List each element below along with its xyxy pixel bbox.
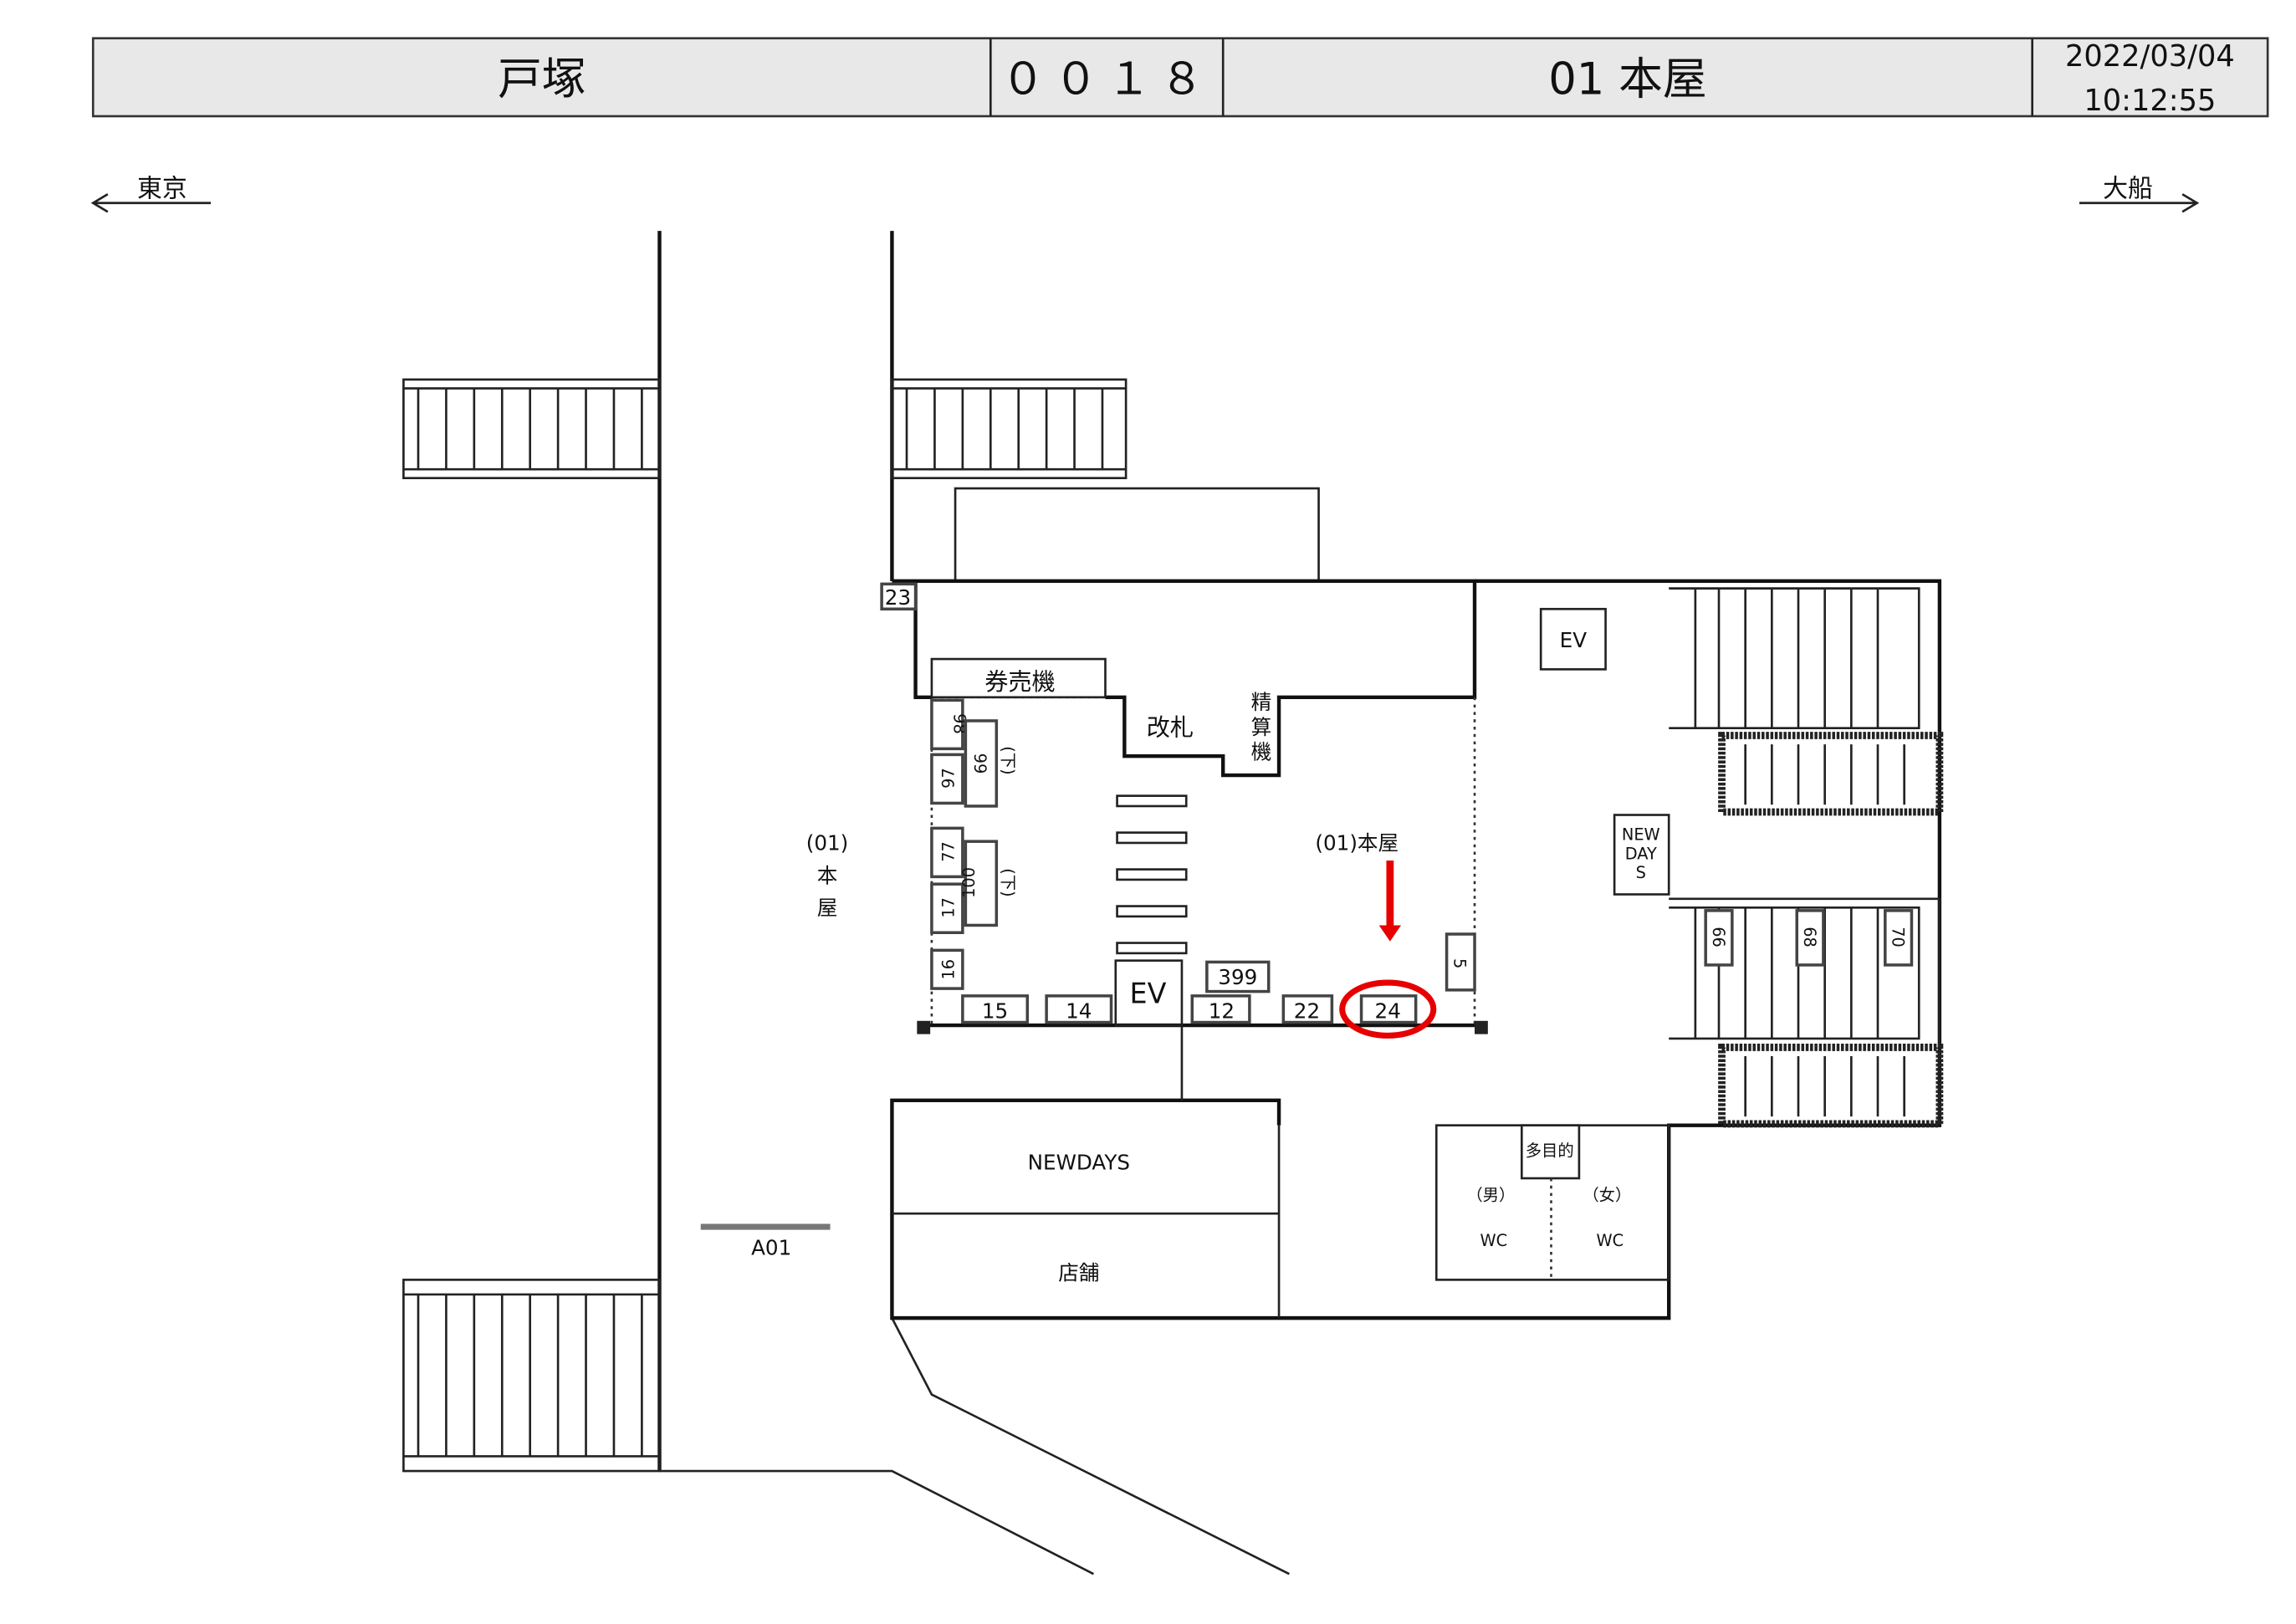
highlight-circle [1339, 979, 1437, 1039]
elevator-right [1539, 607, 1607, 671]
arrow-left-icon [90, 193, 211, 213]
elevator-center [1114, 959, 1184, 1027]
kiosk-label-1: NEW [1622, 825, 1660, 844]
platform-marker-label: A01 [751, 1235, 791, 1259]
sign-68[interactable]: 68 [1795, 909, 1825, 967]
area-label-line1: (01) [806, 831, 849, 855]
down-label: (下) [998, 746, 1017, 774]
sign-label: 99 [970, 753, 989, 774]
arrow-right-icon [2079, 193, 2200, 213]
ticket-gates [1116, 794, 1188, 955]
sign-99[interactable]: 99 (下) [964, 719, 1017, 808]
stairs-left-top [402, 378, 661, 480]
sign-17[interactable]: 17 [930, 882, 964, 935]
sign-label: 68 [1800, 927, 1819, 947]
wc-men-label: WC [1480, 1231, 1508, 1250]
newdays-kiosk [1613, 814, 1670, 896]
sign-15[interactable]: 15 [961, 994, 1030, 1024]
elevator-center-label: EV [1130, 978, 1167, 1010]
direction-left-label: 東京 [137, 175, 187, 204]
stairs-right-lower [1669, 897, 1944, 1128]
arrow-head-icon [1378, 925, 1402, 942]
sign-label: 22 [1294, 998, 1320, 1023]
sign-16[interactable]: 16 [930, 948, 964, 990]
sign-label: 5 [1450, 958, 1469, 968]
sign-97[interactable]: 97 [930, 753, 964, 805]
sign-label: 16 [938, 959, 958, 980]
sign-label: 15 [982, 998, 1008, 1023]
sign-22[interactable]: 22 [1281, 994, 1334, 1024]
multipurpose-label: 多目的 [1526, 1141, 1574, 1161]
down-label: (下) [998, 868, 1017, 896]
gate-label: 改札 [1147, 714, 1194, 742]
station-code: ００１８ [1001, 54, 1213, 105]
sign-label: 97 [938, 768, 958, 789]
shop-label: 店舗 [1058, 1260, 1099, 1284]
sign-100[interactable]: 100 (下) [959, 840, 1017, 927]
kiosk-label-3: S [1636, 863, 1646, 882]
sign-label: 24 [1375, 998, 1401, 1023]
ticket-machine-label: 券売機 [984, 668, 1055, 696]
sign-label: 66 [1709, 927, 1728, 947]
sign-66[interactable]: 66 [1704, 909, 1734, 967]
women-label: （女） [1583, 1185, 1631, 1204]
time: 10:12:55 [2084, 84, 2216, 118]
pillar-icon [917, 1020, 931, 1034]
sign-98[interactable]: 98 [930, 698, 969, 751]
sign-70[interactable]: 70 [1884, 909, 1914, 967]
men-label: （男） [1466, 1185, 1515, 1204]
sign-label: 100 [959, 867, 979, 898]
sign-23[interactable]: 23 [880, 582, 918, 611]
walls [657, 231, 1942, 1575]
area-label-line2: 本 [817, 863, 838, 887]
stairs-right-upper [1669, 587, 1944, 816]
kiosk-label-2: DAY [1625, 844, 1657, 863]
elevator-right-label: EV [1560, 628, 1588, 652]
sign-label: 14 [1066, 998, 1092, 1023]
sign-5[interactable]: 5 [1445, 932, 1476, 992]
sign-14[interactable]: 14 [1045, 994, 1113, 1024]
marker-area-label: (01)本屋 [1315, 831, 1399, 855]
location-name: 01 本屋 [1548, 54, 1706, 105]
fare-adjust-1: 精 [1251, 690, 1272, 714]
fare-adjust-2: 算 [1251, 715, 1272, 739]
sign-24[interactable]: 24 [1359, 994, 1418, 1024]
sign-label: 77 [938, 841, 958, 862]
newdays-label: NEWDAYS [1028, 1150, 1130, 1174]
sign-label: 23 [885, 585, 911, 610]
area-label-line3: 屋 [817, 896, 838, 920]
sign-label: 17 [938, 897, 958, 918]
direction-right-label: 大船 [2103, 175, 2153, 204]
sign-label: 12 [1209, 998, 1235, 1023]
direction-right: 大船 [2079, 175, 2200, 213]
sign-label: 98 [949, 713, 969, 734]
fare-adjust-3: 機 [1251, 740, 1272, 764]
stairs-left-bottom [402, 1279, 661, 1473]
sign-label: 399 [1218, 965, 1257, 989]
sign-399[interactable]: 399 [1205, 960, 1271, 993]
station-name: 戸塚 [498, 54, 586, 105]
sign-77[interactable]: 77 [930, 826, 964, 879]
arrow-down-icon [1386, 861, 1394, 927]
date: 2022/03/04 [2065, 39, 2235, 74]
highlight-marker [1339, 861, 1437, 1039]
header-bar: 戸塚 ００１８ 01 本屋 2022/03/04 10:12:55 [91, 37, 2269, 118]
sign-label: 70 [1889, 927, 1908, 947]
direction-left: 東京 [90, 175, 211, 213]
pillar-icon [1475, 1020, 1488, 1034]
wc-women-label: WC [1597, 1231, 1624, 1250]
sign-12[interactable]: 12 [1190, 994, 1251, 1024]
stairs-center-top [891, 378, 1128, 480]
